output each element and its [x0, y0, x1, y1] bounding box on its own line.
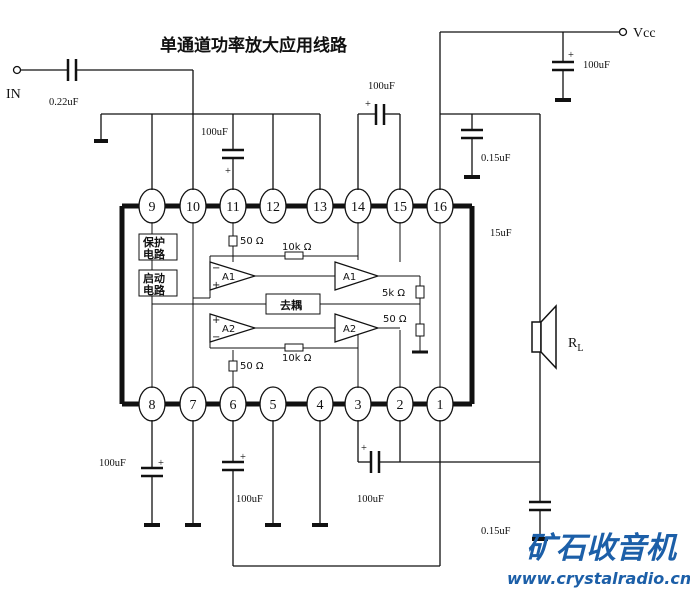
pin16-cap-value: 0.15uF — [481, 153, 511, 164]
amp-a2-input — [209, 313, 258, 343]
bottom-pin-label: 3 — [355, 398, 362, 413]
bottom-pin-7: 7 — [179, 386, 207, 422]
r-10k-top: 10k Ω — [282, 242, 312, 253]
amp-a2-input-minus: − — [212, 332, 220, 343]
pin14-15-cap-value: 100uF — [368, 81, 395, 92]
start-line2: 电路 — [143, 283, 166, 297]
bottom-pin-4: 4 — [306, 386, 334, 422]
bottom-pin-label: 8 — [149, 398, 156, 413]
pin14-15-cap-plus: + — [365, 99, 371, 110]
pin11-cap-value: 100uF — [201, 127, 228, 138]
diagram-title: 单通道功率放大应用线路 — [160, 35, 348, 56]
amp-a1-output-label: A1 — [343, 272, 356, 283]
input-network — [12, 59, 194, 190]
r-5k: 5k Ω — [382, 288, 405, 299]
output-network-top — [440, 113, 541, 502]
ground-bus-top — [94, 113, 321, 190]
pin5-ground — [265, 420, 281, 527]
vcc-cap-plus: + — [568, 50, 574, 61]
amp-a2-output-label: A2 — [343, 324, 356, 335]
amp-a2-output — [334, 313, 380, 343]
watermark-url: www.crystalradio.cn — [507, 569, 690, 588]
bottom-pin-2: 2 — [386, 386, 414, 422]
load-label: RL — [568, 336, 583, 354]
bottom-pin-label: 4 — [317, 398, 324, 413]
input-cap-value: 0.22uF — [49, 97, 79, 108]
pin6-cap-plus: + — [240, 452, 246, 463]
pin4-ground — [312, 420, 328, 527]
pin8-capacitor — [141, 420, 163, 527]
pin2-3-cap-value: 100uF — [357, 494, 384, 505]
top-pin-13: 13 — [306, 188, 334, 224]
top-pin-label: 10 — [186, 200, 200, 215]
amp-a1-input-minus: − — [212, 263, 220, 274]
bottom-pin-5: 5 — [259, 386, 287, 422]
vcc-rail — [439, 27, 628, 190]
top-pin-label: 14 — [351, 200, 365, 215]
top-pin-label: 12 — [266, 200, 280, 215]
top-pin-9: 9 — [138, 188, 166, 224]
r-10k-bottom: 10k Ω — [282, 353, 312, 364]
amp-a1-input-plus: + — [212, 280, 220, 291]
r-50-bottom: 50 Ω — [240, 361, 264, 372]
protect-line2: 电路 — [143, 247, 166, 261]
bottom-pin-8: 8 — [138, 386, 166, 422]
output-network-bottom — [529, 500, 551, 541]
pin6-capacitor — [222, 420, 441, 567]
amp-a2-input-plus: + — [212, 315, 220, 326]
protect-line1: 保护 — [142, 235, 165, 249]
bottom-pin-label: 7 — [190, 398, 197, 413]
out-bottom-cap-value: 0.15uF — [481, 526, 511, 537]
pin8-cap-value: 100uF — [99, 458, 126, 469]
bottom-pin-1: 1 — [426, 386, 454, 422]
pin11-cap-plus: + — [225, 166, 231, 177]
top-pin-label: 13 — [313, 200, 327, 215]
bottom-pin-label: 2 — [397, 398, 404, 413]
r-50-top: 50 Ω — [240, 236, 264, 247]
amp-a1-input-label: A1 — [222, 272, 235, 283]
amp-a1-input — [209, 261, 258, 291]
top-pin-label: 9 — [149, 200, 156, 215]
top-pin-label: 15 — [393, 200, 407, 215]
decouple-block — [265, 293, 321, 315]
pin7-ground — [185, 420, 201, 527]
top-pin-row: 9 10 11 12 13 14 15 16 — [138, 188, 454, 224]
bottom-pin-label: 1 — [437, 398, 444, 413]
top-pin-10: 10 — [179, 188, 207, 224]
amp-a1-output — [334, 261, 380, 291]
top-pin-11: 11 — [219, 188, 247, 224]
speaker-icon — [531, 304, 557, 370]
vcc-cap-value: 100uF — [583, 60, 610, 71]
top-pin-14: 14 — [344, 188, 372, 224]
start-circuit-block — [138, 269, 178, 297]
bottom-pin-label: 6 — [230, 398, 237, 413]
top-pin-16: 16 — [426, 188, 454, 224]
bottom-pin-label: 5 — [270, 398, 277, 413]
amp-a2-input-label: A2 — [222, 324, 235, 335]
decouple-label: 去耦 — [280, 298, 302, 312]
input-label: IN — [6, 87, 21, 102]
watermark-name: 矿石收音机 — [526, 531, 678, 566]
top-pin-12: 12 — [259, 188, 287, 224]
bottom-pin-6: 6 — [219, 386, 247, 422]
pin11-capacitor — [222, 114, 244, 190]
pin2-3-cap-plus: + — [361, 443, 367, 454]
internal-resistors — [228, 235, 425, 372]
bottom-pin-row: 8 7 6 5 4 3 2 1 — [138, 386, 454, 422]
bottom-pin-3: 3 — [344, 386, 372, 422]
top-pin-label: 11 — [226, 200, 239, 215]
output-cap-label: 15uF — [490, 228, 512, 239]
pin2-3-capacitor — [357, 420, 540, 473]
top-pin-label: 16 — [433, 200, 447, 215]
pin14-15-capacitor — [357, 104, 401, 190]
pin8-cap-plus: + — [158, 458, 164, 469]
pin6-cap-value: 100uF — [236, 494, 263, 505]
start-line1: 启动 — [143, 271, 165, 285]
r-50-right: 50 Ω — [383, 314, 407, 325]
protect-circuit-block — [138, 233, 178, 261]
vcc-label: Vcc — [633, 26, 656, 41]
top-pin-15: 15 — [386, 188, 414, 224]
